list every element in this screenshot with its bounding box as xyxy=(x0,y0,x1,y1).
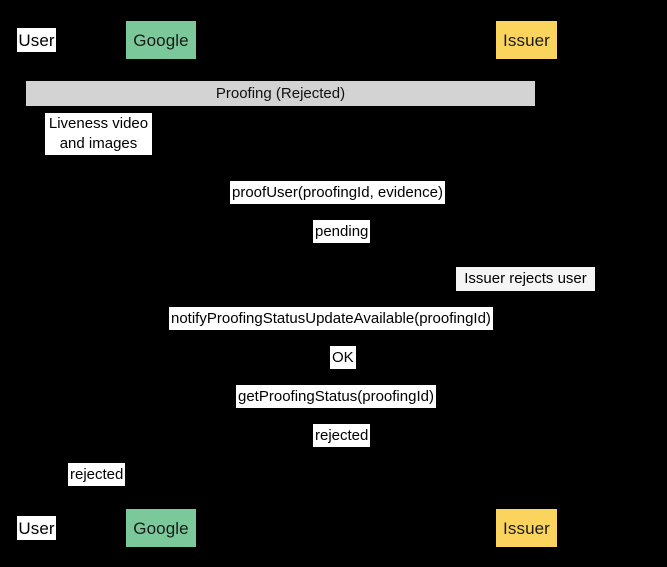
group-header-proofing: Proofing (Rejected) xyxy=(26,81,535,106)
lifeline-user xyxy=(36,59,37,509)
note-liveness-video: Liveness video and images xyxy=(45,113,152,155)
message-label-get-proofing-status: getProofingStatus(proofingId) xyxy=(236,385,436,408)
message-label-notify-proofing-status-update-available: notifyProofingStatusUpdateAvailable(proo… xyxy=(169,307,493,330)
message-label-ok: OK xyxy=(330,346,356,369)
participant-issuer-bottom[interactable]: Issuer xyxy=(496,509,557,547)
participant-google-bottom[interactable]: Google xyxy=(126,509,196,547)
message-label-rejected-google-to-user: rejected xyxy=(68,463,126,486)
participant-google-top[interactable]: Google xyxy=(126,21,196,59)
message-label-proof-user: proofUser(proofingId, evidence) xyxy=(230,181,445,204)
participant-issuer-top[interactable]: Issuer xyxy=(496,21,557,59)
message-label-rejected-issuer-to-google: rejected xyxy=(313,424,371,447)
participant-user-top[interactable]: User xyxy=(17,28,56,52)
participant-user-bottom[interactable]: User xyxy=(17,516,56,540)
note-issuer-rejects-user: Issuer rejects user xyxy=(456,267,595,291)
lifeline-google xyxy=(160,59,161,509)
message-label-pending: pending xyxy=(313,220,371,243)
